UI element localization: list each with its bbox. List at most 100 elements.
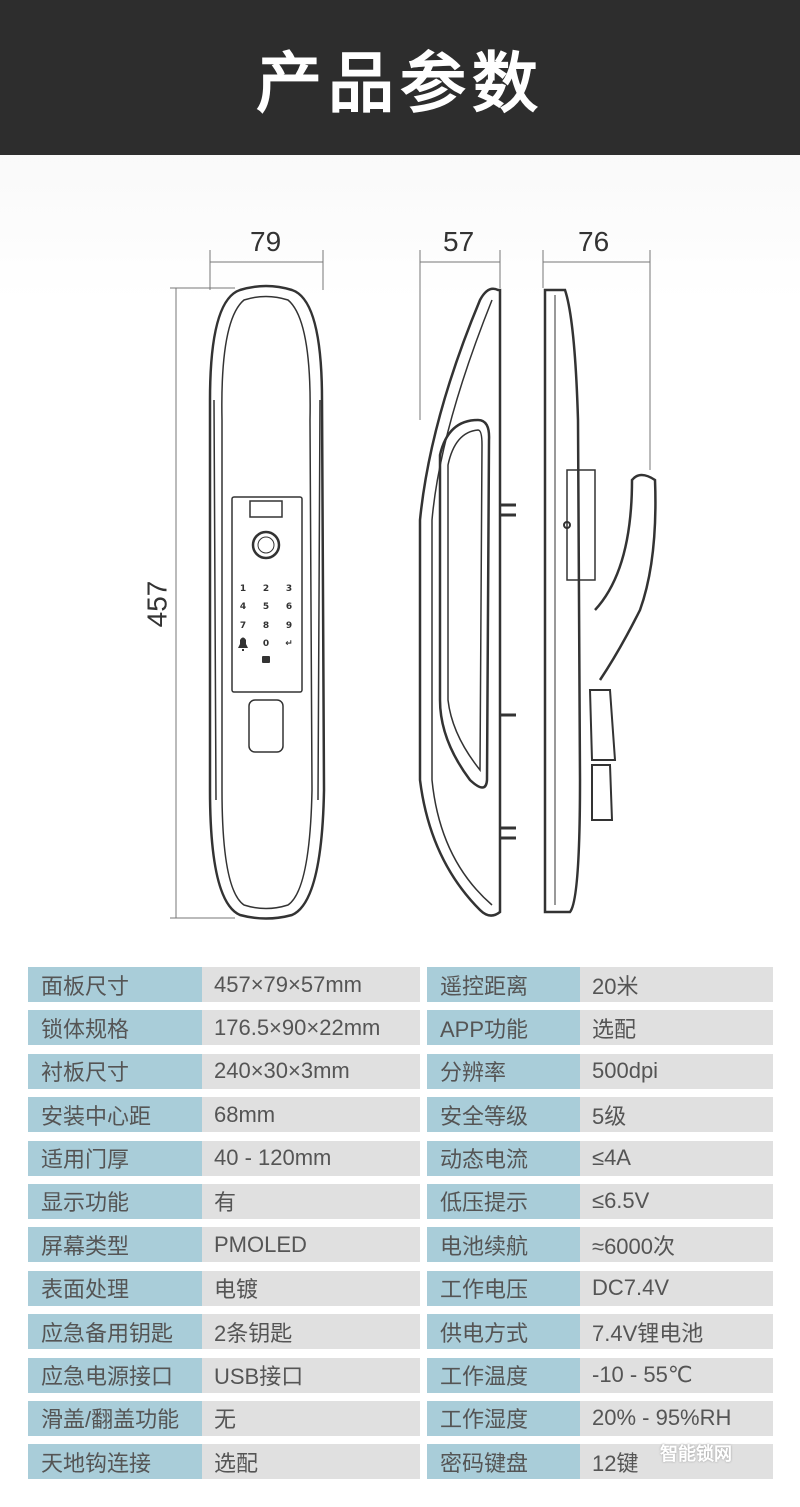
spec-value: 68mm <box>202 1097 420 1133</box>
page-title: 产品参数 <box>256 44 544 122</box>
spacer <box>420 1184 427 1219</box>
spacer <box>420 1444 427 1479</box>
spec-label: 显示功能 <box>28 1183 202 1219</box>
header-banner: 产品参数 <box>0 0 800 155</box>
side-view <box>418 287 516 917</box>
spec-label: 安装中心距 <box>28 1097 202 1133</box>
spec-label: 电池续航 <box>427 1227 580 1263</box>
dimension-front-width: 79 <box>250 226 282 257</box>
spec-value: USB接口 <box>202 1357 420 1393</box>
key-5: 5 <box>263 602 269 612</box>
spec-label: APP功能 <box>427 1010 580 1046</box>
spec-value: 选配 <box>202 1444 420 1480</box>
spec-value: 5级 <box>580 1097 773 1133</box>
spec-value: 20米 <box>580 967 773 1002</box>
spec-label: 面板尺寸 <box>28 967 202 1002</box>
spec-value: ≈6000次 <box>580 1227 773 1263</box>
spacer <box>420 1141 427 1176</box>
spec-label: 应急备用钥匙 <box>28 1314 202 1350</box>
spec-label: 分辨率 <box>427 1053 580 1089</box>
key-4: 4 <box>240 602 246 612</box>
handle-side-view <box>543 288 657 914</box>
spec-value: ≤6.5V <box>580 1183 773 1219</box>
spec-value: 20% - 95%RH <box>580 1400 773 1436</box>
spec-label: 滑盖/翻盖功能 <box>28 1400 202 1436</box>
spec-value: 40 - 120mm <box>202 1140 420 1176</box>
spec-value: 12键 <box>580 1444 773 1480</box>
spacer <box>420 1054 427 1089</box>
spec-label: 动态电流 <box>427 1140 580 1176</box>
spec-label: 工作湿度 <box>427 1400 580 1436</box>
key-enter: ↵ <box>285 639 293 649</box>
key-3: 3 <box>286 584 292 594</box>
dimension-lines <box>170 250 651 919</box>
spec-value: 无 <box>202 1400 420 1436</box>
spec-label: 供电方式 <box>427 1314 580 1350</box>
spec-value: DC7.4V <box>580 1270 773 1306</box>
spec-label: 衬板尺寸 <box>28 1053 202 1089</box>
dimension-handle-depth: 76 <box>578 226 610 257</box>
spec-value: 7.4V锂电池 <box>580 1314 773 1350</box>
spacer <box>420 1097 427 1132</box>
handle-grip <box>248 699 284 753</box>
spec-label: 屏幕类型 <box>28 1227 202 1263</box>
dimension-side-depth: 57 <box>443 226 475 257</box>
spec-label: 遥控距离 <box>427 967 580 1002</box>
spacer <box>420 1010 427 1045</box>
spec-value: 240×30×3mm <box>202 1053 420 1089</box>
key-2: 2 <box>263 584 269 594</box>
spec-label: 工作温度 <box>427 1357 580 1393</box>
key-8: 8 <box>263 621 269 631</box>
watermark-logo: 智能锁网 <box>660 1444 732 1465</box>
lock-technical-drawing: 1 2 3 4 5 6 7 8 9 0 ↵ <box>170 250 657 920</box>
lock-icon <box>262 656 270 663</box>
spacer <box>420 967 427 1002</box>
spacer <box>420 1314 427 1349</box>
fingerprint-sensor <box>251 530 281 560</box>
spacer <box>420 1271 427 1306</box>
spacer <box>420 1358 427 1393</box>
spec-label: 密码键盘 <box>427 1444 580 1480</box>
spec-label: 适用门厚 <box>28 1140 202 1176</box>
spec-label: 安全等级 <box>427 1097 580 1133</box>
spec-label: 锁体规格 <box>28 1010 202 1046</box>
key-6: 6 <box>286 602 292 612</box>
spec-label: 低压提示 <box>427 1183 580 1219</box>
key-7: 7 <box>240 621 246 631</box>
spec-value: 选配 <box>580 1010 773 1046</box>
spec-label: 表面处理 <box>28 1270 202 1306</box>
key-1: 1 <box>240 584 246 594</box>
spec-value: 有 <box>202 1183 420 1219</box>
spec-label: 天地钩连接 <box>28 1444 202 1480</box>
keypad-panel <box>231 496 303 693</box>
keypad: 1 2 3 4 5 6 7 8 9 0 ↵ <box>238 584 293 663</box>
front-view <box>208 284 326 920</box>
spec-value: 176.5×90×22mm <box>202 1010 420 1046</box>
key-9: 9 <box>286 621 292 631</box>
dimension-height: 457 <box>141 580 173 628</box>
spec-row: 显示功能有低压提示≤6.5V <box>28 1183 773 1219</box>
spacer <box>420 1227 427 1262</box>
spec-label: 应急电源接口 <box>28 1357 202 1393</box>
spec-value: 457×79×57mm <box>202 967 420 1002</box>
key-0: 0 <box>263 639 269 649</box>
display-window <box>249 500 283 518</box>
spec-value: 电镀 <box>202 1270 420 1306</box>
spacer <box>420 1401 427 1436</box>
spec-value: 2条钥匙 <box>202 1314 420 1350</box>
spec-value: ≤4A <box>580 1140 773 1176</box>
spec-value: 500dpi <box>580 1053 773 1089</box>
spec-value: -10 - 55℃ <box>580 1357 773 1393</box>
